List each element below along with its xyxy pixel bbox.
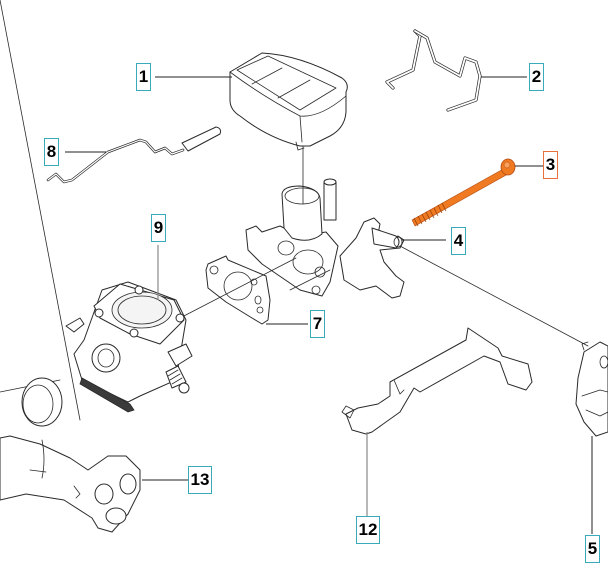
part-intake-ring[interactable] xyxy=(21,377,63,427)
callout-8[interactable]: 8 xyxy=(44,138,59,166)
part-intake-manifold[interactable] xyxy=(0,435,141,533)
callout-2-number: 2 xyxy=(531,67,542,86)
part-carburetor[interactable] xyxy=(65,281,193,413)
callout-8-number: 8 xyxy=(46,142,57,161)
part-choke-lever[interactable] xyxy=(341,327,533,435)
callout-2[interactable]: 2 xyxy=(529,63,544,91)
callout-12[interactable]: 12 xyxy=(356,516,380,544)
callout-3[interactable]: 3 xyxy=(543,151,558,179)
part-choke-bracket[interactable] xyxy=(575,341,608,437)
callout-4[interactable]: 4 xyxy=(451,227,466,255)
callout-7-number: 7 xyxy=(312,314,323,333)
callout-4-number: 4 xyxy=(453,231,464,250)
callout-9-number: 9 xyxy=(153,218,164,237)
callout-13-number: 13 xyxy=(190,470,210,489)
callout-1[interactable]: 1 xyxy=(136,63,151,91)
callout-5[interactable]: 5 xyxy=(585,535,600,563)
part-adapter-body[interactable] xyxy=(245,178,405,299)
callout-13[interactable]: 13 xyxy=(188,466,212,494)
part-air-filter-cover[interactable] xyxy=(229,52,348,151)
callout-1-number: 1 xyxy=(138,67,149,86)
part-throttle-rod[interactable] xyxy=(46,126,221,184)
part-screw[interactable] xyxy=(411,158,516,227)
part-gasket[interactable] xyxy=(205,255,271,325)
callout-12-number: 12 xyxy=(358,520,378,539)
part-wire-clip[interactable] xyxy=(385,29,482,112)
callout-7[interactable]: 7 xyxy=(310,310,325,338)
callout-3-number: 3 xyxy=(545,155,556,174)
callout-9[interactable]: 9 xyxy=(151,214,166,242)
callout-5-number: 5 xyxy=(587,539,598,558)
